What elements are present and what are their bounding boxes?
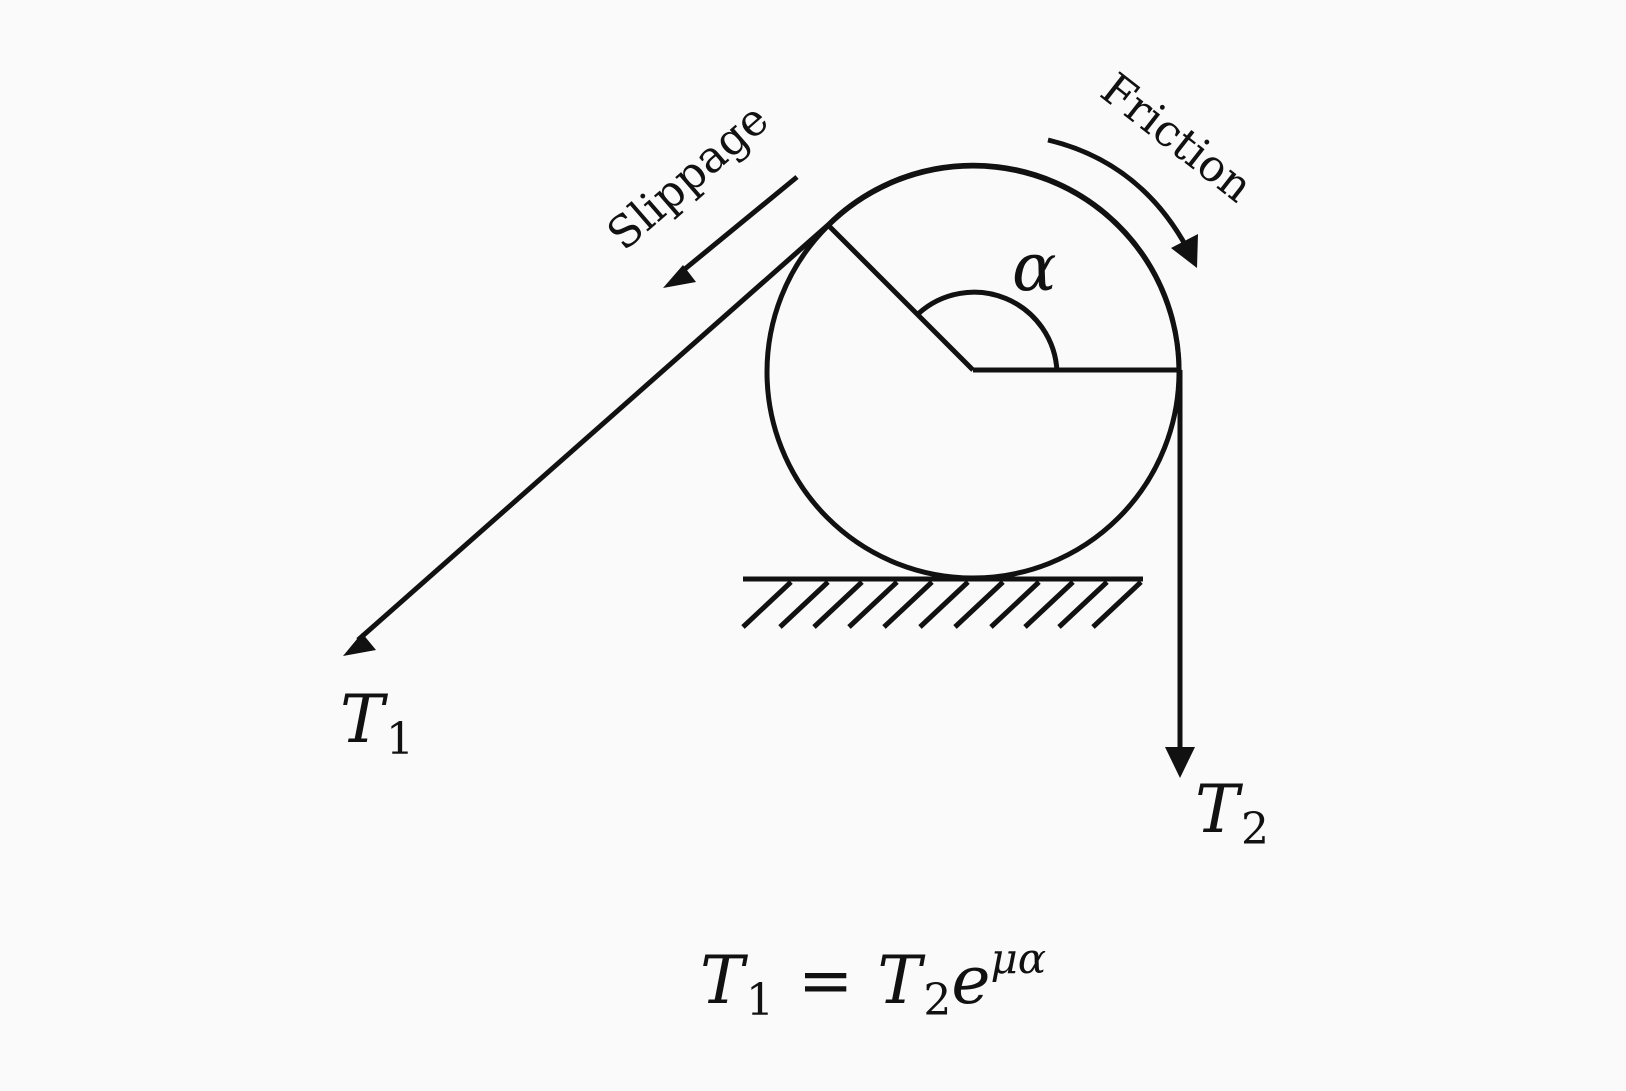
friction-arrowhead [1171,234,1198,268]
hatch-line [918,580,970,629]
slippage-arrow-shaft [678,175,799,275]
t2-label: T2 [1195,771,1269,855]
t1-arrowhead [343,633,376,656]
friction-arrow-shaft [1047,137,1190,250]
rope-segment-t1 [356,223,830,642]
hatch-line [812,580,864,629]
hatch-line [989,580,1041,629]
slippage-arrowhead [663,265,696,288]
hatch-line [847,580,899,629]
equation-rhs-subscript: 2 [923,975,951,1026]
equation-lhs-symbol: T [700,942,749,1019]
equation: T1=T2eμα [700,934,1046,1026]
slippage-label: Slippage [598,94,779,260]
rope-wrap [826,162,1182,379]
hatch-line [778,580,830,629]
angle-arc [916,289,1060,373]
hatch-line [1023,580,1075,629]
hatch-line [1091,580,1143,629]
equation-rhs-symbol: T [877,942,926,1019]
t2-symbol: T [1195,771,1244,848]
t2-subscript: 2 [1241,804,1269,855]
equation-base: e [951,942,990,1019]
friction-label: Friction [1091,63,1262,212]
angle-label: α [1012,229,1057,306]
t1-label: T1 [340,681,414,765]
ground-hatching [741,580,1143,629]
t1-subscript: 1 [386,714,414,765]
hatch-line [741,580,793,629]
radius-line-contact [826,223,975,372]
t1-symbol: T [340,681,389,758]
hatch-line [882,580,934,629]
equation-equals: = [798,942,853,1019]
equation-exponent: μα [990,934,1046,983]
t2-arrowhead [1165,747,1195,778]
hatch-line [1057,580,1109,629]
hatch-line [953,580,1005,629]
equation-lhs-subscript: 1 [746,975,774,1026]
